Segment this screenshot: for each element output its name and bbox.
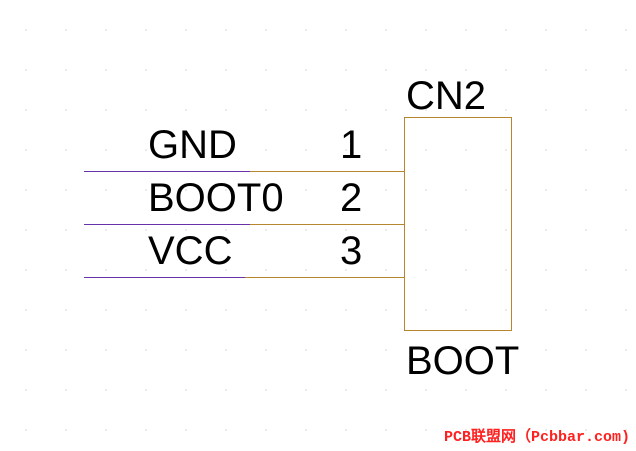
net-label-pin-3: VCC	[148, 229, 233, 273]
net-wire-pin-2[interactable]	[84, 224, 250, 225]
pin-line-1[interactable]	[250, 171, 404, 172]
pin-number-3: 3	[340, 229, 363, 273]
component-value: BOOT	[406, 339, 520, 383]
net-wire-pin-3[interactable]	[84, 277, 245, 278]
connector-body[interactable]	[404, 117, 512, 331]
pin-number-2: 2	[340, 176, 363, 220]
pin-number-1: 1	[340, 123, 363, 167]
net-wire-pin-1[interactable]	[84, 171, 250, 172]
component-designator: CN2	[406, 74, 487, 118]
net-label-pin-1: GND	[148, 123, 237, 167]
net-label-pin-2: BOOT0	[148, 176, 284, 220]
watermark-text: PCB联盟网（Pcbbar.com)	[443, 429, 630, 446]
pin-line-3[interactable]	[245, 277, 404, 278]
pin-line-2[interactable]	[250, 224, 404, 225]
